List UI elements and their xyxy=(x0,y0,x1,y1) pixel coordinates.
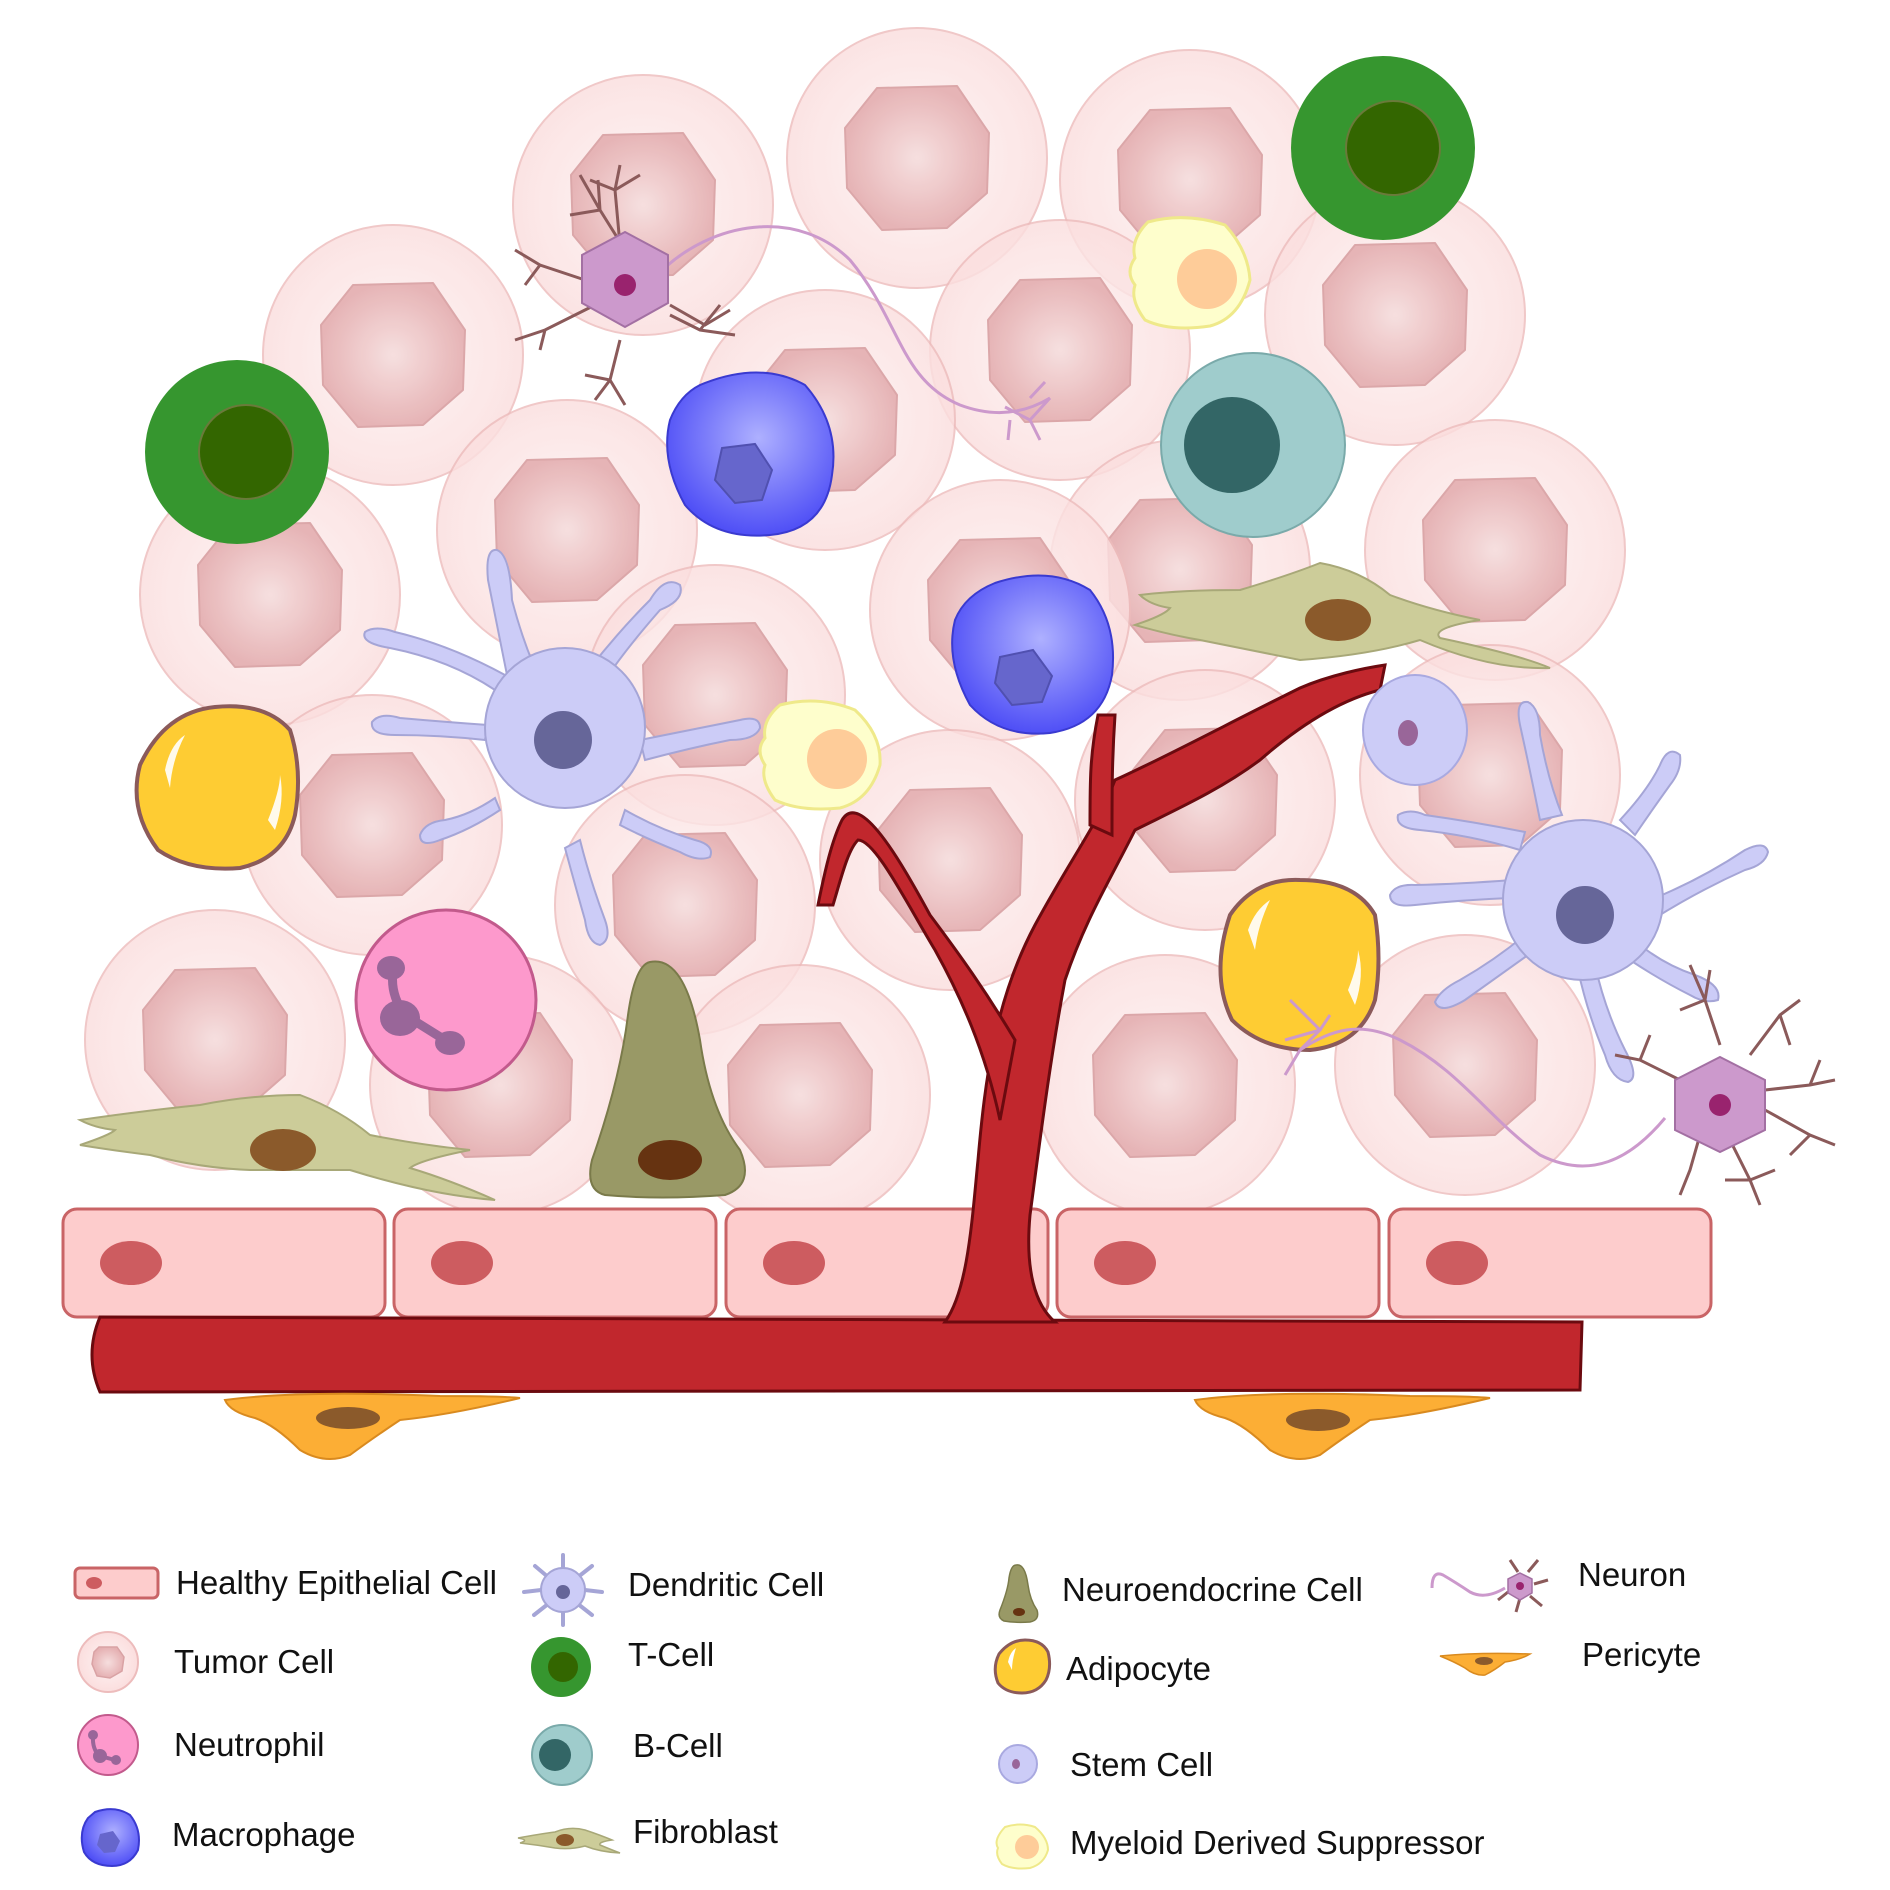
adipocyte xyxy=(1218,877,1381,1053)
legend-item-macrophage: Macrophage xyxy=(80,1808,355,1868)
legend-item-tumor: Tumor Cell xyxy=(77,1631,334,1693)
legend-item-neutrophil: Neutrophil xyxy=(77,1714,324,1776)
neuron xyxy=(1283,964,1836,1206)
neuron-icon xyxy=(1430,1559,1549,1613)
pericyte xyxy=(1193,1392,1491,1460)
dendritic-cell xyxy=(363,548,762,947)
healthy-epithelial-cell xyxy=(392,1207,718,1319)
t-cell-icon xyxy=(531,1637,591,1697)
legend-label-neuron: Neuron xyxy=(1578,1556,1686,1593)
neuroendocrine-cell xyxy=(589,960,746,1199)
legend-label-healthy-epithelial: Healthy Epithelial Cell xyxy=(176,1564,497,1601)
legend: Healthy Epithelial Cell Tumor Cell Neutr… xyxy=(73,1553,1701,1870)
dendritic-cell xyxy=(1388,700,1770,1084)
dendritic-cell-icon xyxy=(522,1553,604,1627)
macrophage-icon xyxy=(80,1808,140,1868)
pericyte xyxy=(223,1392,521,1460)
legend-item-adipocyte: Adipocyte xyxy=(993,1638,1211,1695)
b-cell xyxy=(1160,352,1346,538)
legend-label-mdsc: Myeloid Derived Suppressor xyxy=(1070,1824,1485,1861)
legend-item-t-cell: T-Cell xyxy=(531,1636,714,1697)
legend-item-neuroendocrine: Neuroendocrine Cell xyxy=(998,1564,1363,1624)
neutrophil-icon xyxy=(77,1714,139,1776)
legend-item-fibroblast: Fibroblast xyxy=(517,1813,778,1854)
legend-item-healthy-epithelial: Healthy Epithelial Cell xyxy=(73,1564,497,1601)
legend-label-t-cell: T-Cell xyxy=(628,1636,714,1673)
stem-cell xyxy=(1362,674,1468,786)
legend-label-tumor: Tumor Cell xyxy=(174,1643,334,1680)
legend-label-macrophage: Macrophage xyxy=(172,1816,355,1853)
blood-vessel xyxy=(90,663,1584,1394)
fibroblast xyxy=(1131,561,1551,670)
mdsc-icon xyxy=(995,1823,1050,1870)
macrophage xyxy=(666,371,835,537)
legend-label-adipocyte: Adipocyte xyxy=(1066,1650,1211,1687)
myeloid-derived-suppressor-cell xyxy=(1128,216,1252,330)
healthy-epithelial-cell xyxy=(61,1207,387,1319)
legend-label-fibroblast: Fibroblast xyxy=(633,1813,778,1850)
healthy-epithelial-icon xyxy=(73,1566,160,1600)
macrophage xyxy=(951,574,1115,735)
legend-label-neutrophil: Neutrophil xyxy=(174,1726,324,1763)
myeloid-derived-suppressor-cell xyxy=(758,699,882,811)
fibroblast xyxy=(76,1093,496,1201)
pericyte-icon xyxy=(1439,1652,1533,1676)
legend-item-b-cell: B-Cell xyxy=(531,1724,723,1786)
healthy-epithelial-cell xyxy=(1055,1207,1381,1319)
epithelial-layer xyxy=(61,1207,1713,1319)
b-cell-icon xyxy=(531,1724,593,1786)
neuroendocrine-cell-icon xyxy=(998,1564,1039,1624)
legend-label-pericyte: Pericyte xyxy=(1582,1636,1701,1673)
adipocyte xyxy=(134,704,301,871)
legend-label-b-cell: B-Cell xyxy=(633,1727,723,1764)
healthy-epithelial-cell xyxy=(1387,1207,1713,1319)
legend-item-mdsc: Myeloid Derived Suppressor xyxy=(995,1823,1485,1870)
fibroblast-icon xyxy=(517,1827,621,1854)
legend-item-neuron: Neuron xyxy=(1430,1556,1686,1613)
legend-item-stem-cell: Stem Cell xyxy=(998,1744,1213,1784)
stem-cell-icon xyxy=(998,1744,1038,1784)
legend-label-dendritic: Dendritic Cell xyxy=(628,1566,824,1603)
t-cell xyxy=(1291,56,1475,240)
t-cell xyxy=(145,360,329,544)
neutrophil xyxy=(354,908,538,1092)
legend-item-pericyte: Pericyte xyxy=(1439,1636,1701,1676)
legend-label-stem-cell: Stem Cell xyxy=(1070,1746,1213,1783)
legend-item-dendritic: Dendritic Cell xyxy=(522,1553,824,1627)
neuron xyxy=(514,164,1052,441)
legend-label-neuroendocrine: Neuroendocrine Cell xyxy=(1062,1571,1363,1608)
adipocyte-icon xyxy=(993,1638,1052,1695)
tumor-cell-icon xyxy=(77,1631,139,1693)
